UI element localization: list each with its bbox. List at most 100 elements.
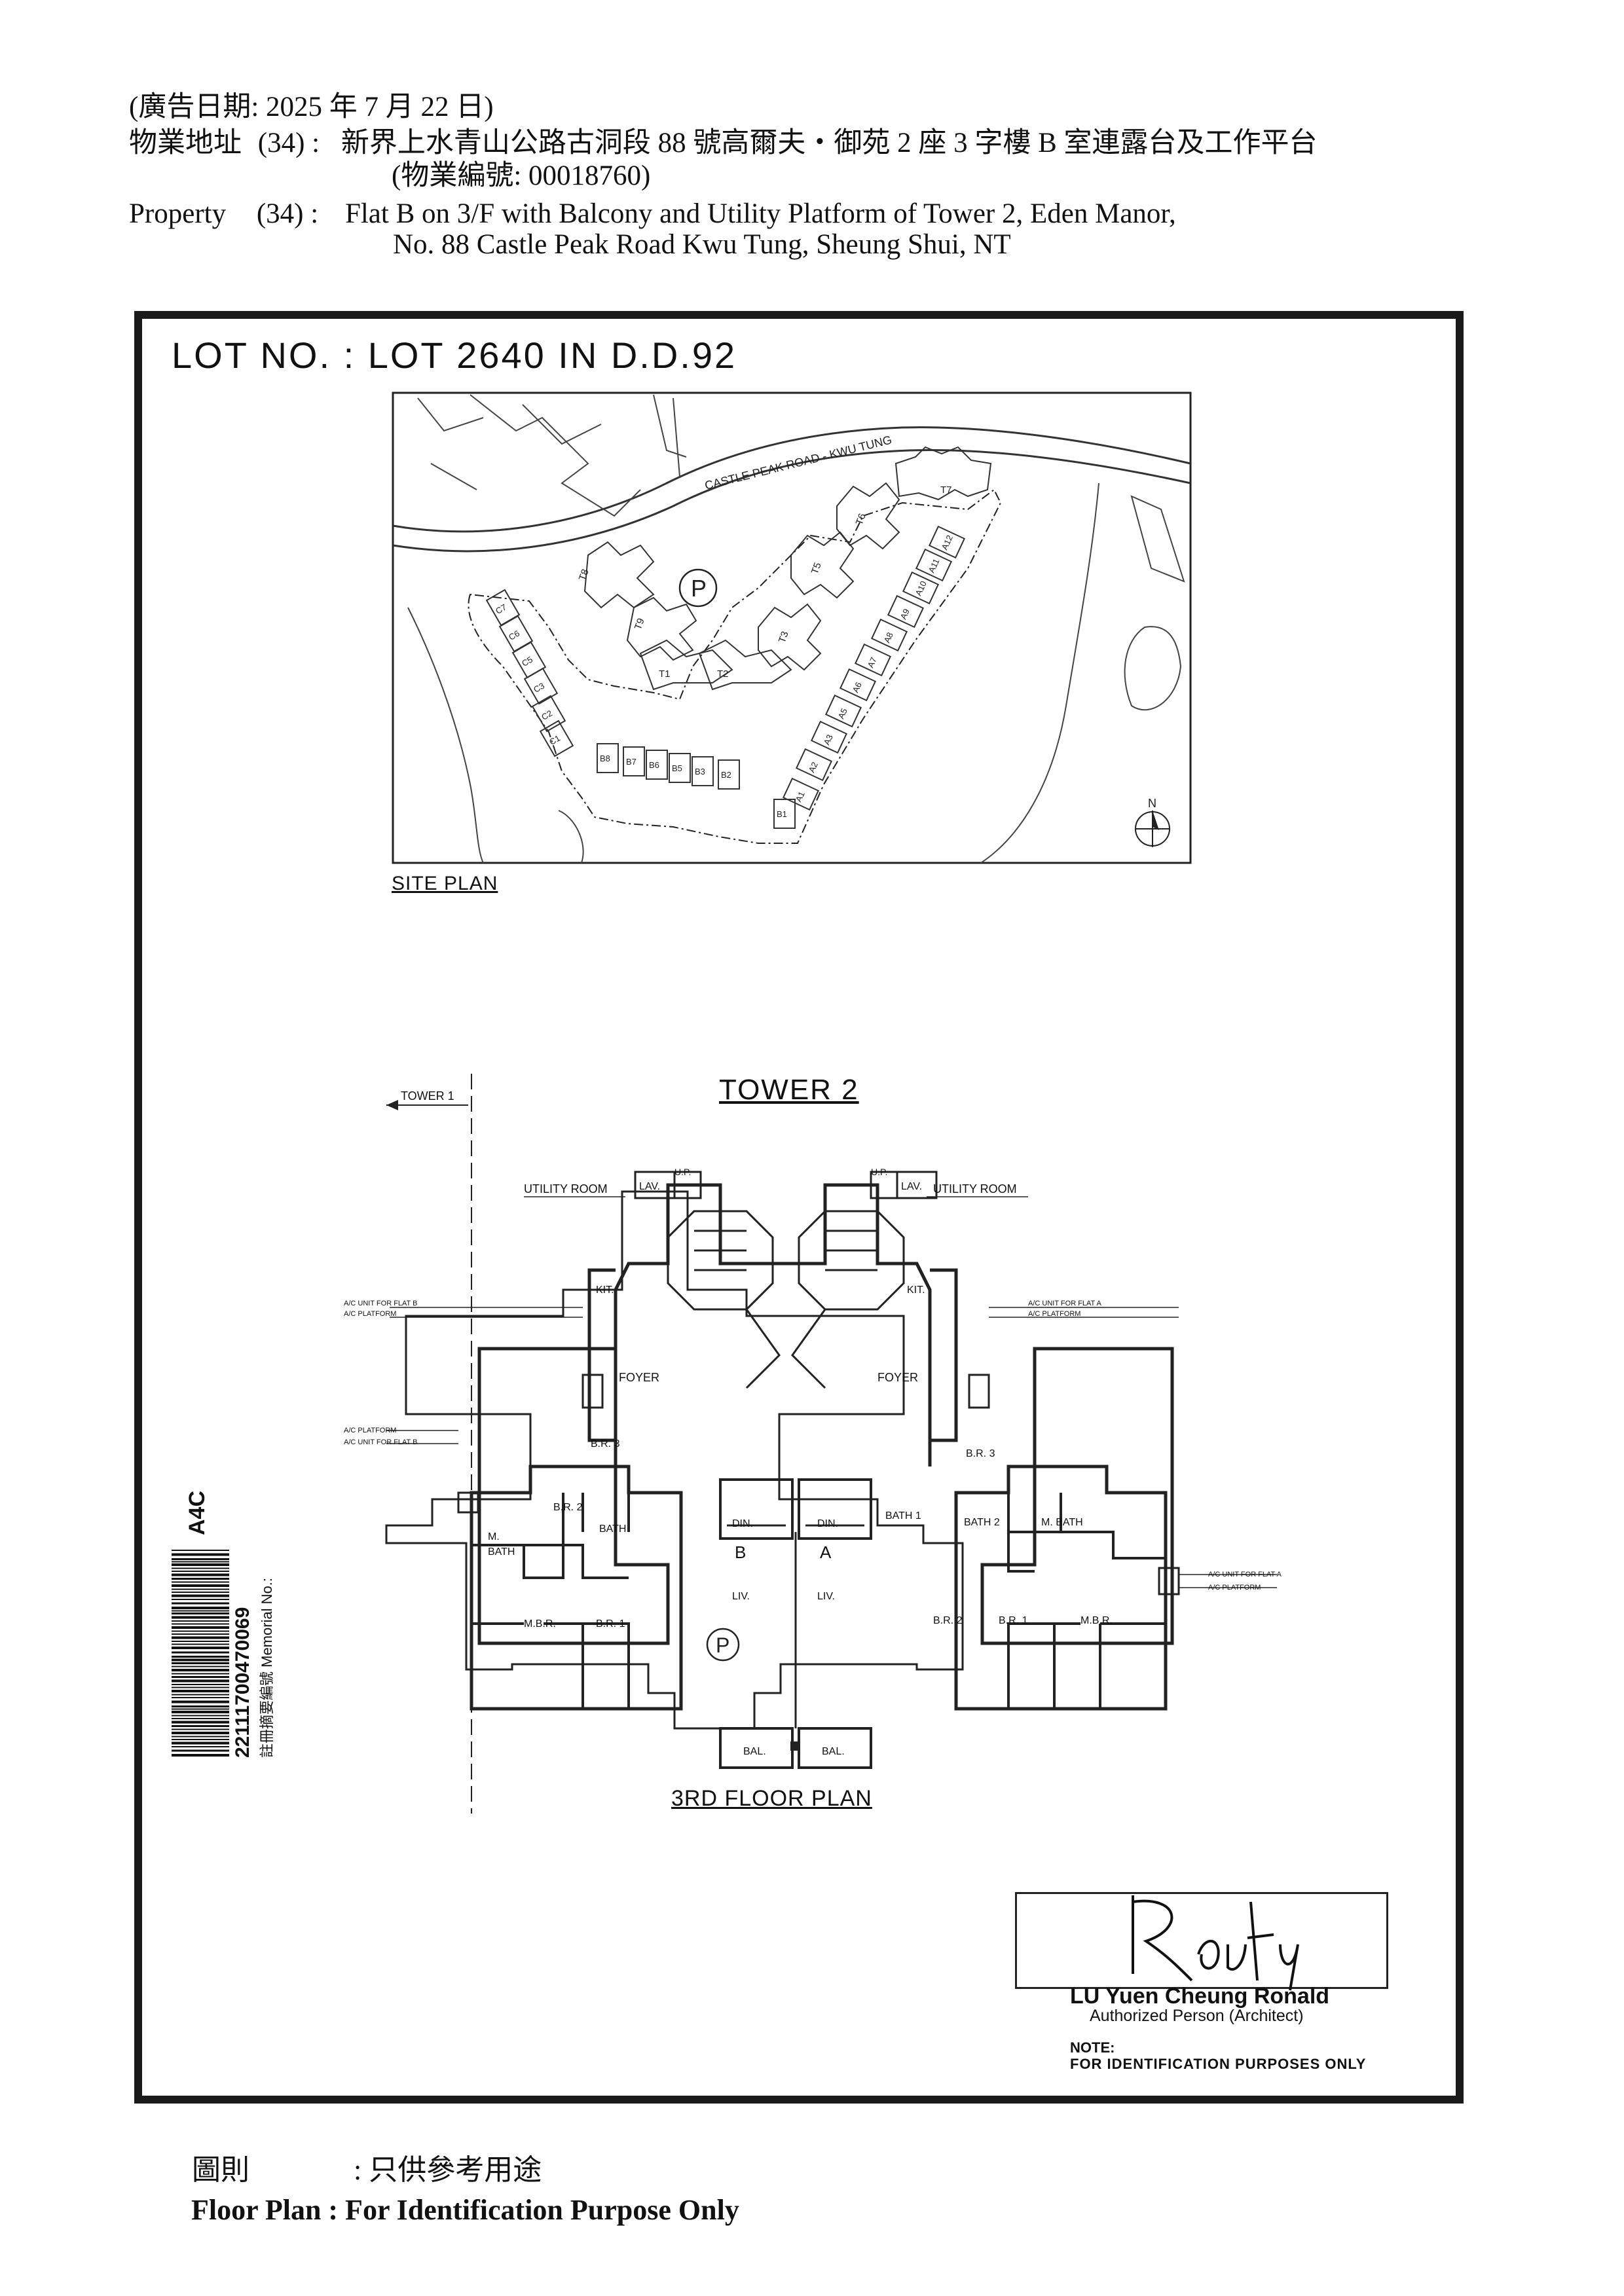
- barcode-bar: [172, 1584, 229, 1587]
- kit-label-a: KIT.: [907, 1285, 925, 1296]
- br2-label-a: B.R. 2: [933, 1615, 963, 1626]
- site-house-c: C7: [485, 589, 521, 627]
- site-house-b: B3: [692, 756, 714, 786]
- tower1-arrow-label: TOWER 1: [401, 1089, 454, 1102]
- barcode-bar: [172, 1647, 229, 1649]
- svg-text:A12: A12: [940, 534, 955, 551]
- svg-text:B6: B6: [649, 760, 659, 770]
- svg-text:B5: B5: [672, 763, 682, 773]
- site-plan-label: SITE PLAN: [392, 873, 498, 894]
- barcode-bar: [172, 1676, 229, 1678]
- barcode-bar: [172, 1573, 229, 1576]
- barcode: [172, 1550, 229, 1757]
- svg-text:A2: A2: [807, 761, 820, 774]
- barcode-bar: [172, 1721, 229, 1724]
- barcode-bar: [172, 1620, 229, 1622]
- barcode-bar: [172, 1725, 229, 1727]
- m-bath-label-b-1: M.: [488, 1531, 500, 1542]
- barcode-bar: [172, 1694, 229, 1696]
- barcode-bar: [172, 1553, 229, 1556]
- site-house-a: A8: [870, 618, 908, 652]
- barcode-bar: [172, 1643, 229, 1645]
- note-label: NOTE:: [1070, 2039, 1115, 2056]
- svg-text:C2: C2: [540, 708, 554, 722]
- barcode-bar: [172, 1669, 229, 1671]
- svg-text:B1: B1: [777, 809, 787, 819]
- site-tower-t2: T2: [717, 668, 729, 680]
- barcode-bar: [172, 1658, 229, 1662]
- barcode-bar: [172, 1673, 229, 1675]
- din-label-b: DIN.: [732, 1518, 753, 1529]
- up-label-a: U.P.: [871, 1167, 887, 1177]
- floor-plan-label: 3RD FLOOR PLAN: [671, 1786, 872, 1811]
- lav-label-a: LAV.: [901, 1181, 922, 1192]
- m-bath-label-a: M. BATH: [1041, 1517, 1083, 1528]
- foyer-label-b: FOYER: [619, 1371, 659, 1384]
- svg-text:C6: C6: [507, 629, 521, 642]
- barcode-bar: [172, 1746, 229, 1747]
- site-house-c: C3: [523, 667, 559, 705]
- footer-zh-label: 圖則: [192, 2154, 249, 2186]
- flat-a-label: A: [820, 1542, 832, 1562]
- signature-mark: [1132, 1895, 1299, 1991]
- plan-frame: [134, 311, 1464, 2104]
- utility-room-a: UTILITY ROOM: [933, 1182, 1017, 1195]
- site-house-a: A6: [839, 668, 877, 702]
- barcode-bar: [172, 1690, 229, 1692]
- svg-text:B3: B3: [695, 767, 705, 776]
- ac-platform-b-label: A/C PLATFORM: [344, 1310, 396, 1318]
- site-park-label: P: [691, 575, 707, 602]
- site-road-label: CASTLE PEAK ROAD - KWU TUNG: [703, 433, 893, 492]
- site-house-a: A7: [854, 643, 892, 677]
- site-house-c: C2: [531, 695, 566, 733]
- property-en-row: Property (34) : Flat B on 3/F with Balco…: [129, 198, 1176, 230]
- flat-b-label: B: [735, 1542, 746, 1562]
- din-label-a: DIN.: [817, 1518, 838, 1529]
- signature-box: [1015, 1892, 1388, 1989]
- site-house-c: C5: [511, 641, 547, 679]
- site-house-a: A3: [810, 720, 848, 754]
- svg-text:A9: A9: [898, 608, 912, 621]
- barcode-bar: [172, 1679, 229, 1683]
- barcode-bar: [172, 1656, 229, 1658]
- svg-text:B7: B7: [626, 757, 637, 767]
- ac-platform-a2-label: A/C PLATFORM: [1208, 1584, 1261, 1592]
- barcode-bar: [172, 1571, 229, 1572]
- floor-park-label: P: [716, 1633, 729, 1657]
- footer-zh-text: : 只供參考用途: [354, 2154, 542, 2186]
- barcode-bar: [172, 1711, 229, 1713]
- svg-text:B8: B8: [600, 754, 610, 763]
- site-house-b1: B1: [773, 799, 796, 829]
- barcode-bar: [172, 1662, 229, 1664]
- site-tower-t7: T7: [940, 484, 952, 496]
- site-tower-t3: T3: [777, 630, 791, 644]
- foyer-label-a: FOYER: [877, 1371, 918, 1384]
- barcode-bar: [172, 1561, 229, 1563]
- barcode-bar: [172, 1739, 229, 1740]
- barcode-bar: [172, 1697, 229, 1698]
- barcode-bar: [172, 1558, 229, 1560]
- site-house-a: A5: [824, 694, 862, 728]
- floor-plan: TOWER 1 LAV. U.P. U.P. LAV. UTILITY ROOM…: [344, 1074, 1282, 1813]
- property-no: (物業編號: 00018760): [392, 160, 651, 191]
- site-north-label: N: [1148, 797, 1156, 810]
- barcode-bar: [172, 1607, 229, 1609]
- site-house-c: C6: [498, 615, 534, 653]
- site-house-a: A10: [902, 571, 940, 605]
- barcode-bar: [172, 1715, 229, 1717]
- site-house-a: A9: [887, 594, 925, 629]
- barcode-bar: [172, 1641, 229, 1642]
- barcode-bar: [172, 1550, 229, 1551]
- ac-unit-b-label: A/C UNIT FOR FLAT B: [344, 1300, 417, 1307]
- barcode-bar: [172, 1718, 229, 1719]
- tower-title: TOWER 2: [719, 1074, 859, 1106]
- property-en-label: Property: [129, 198, 227, 229]
- barcode-bar: [172, 1592, 229, 1593]
- bal-label-a: BAL.: [822, 1746, 845, 1757]
- site-tower-t9: T9: [633, 617, 647, 631]
- barcode-bar: [172, 1599, 229, 1600]
- footer-en: Floor Plan : For Identification Purpose …: [191, 2194, 739, 2226]
- memorial-number: 22111700470069: [232, 1607, 253, 1758]
- paper-size-code: A4C: [185, 1490, 210, 1535]
